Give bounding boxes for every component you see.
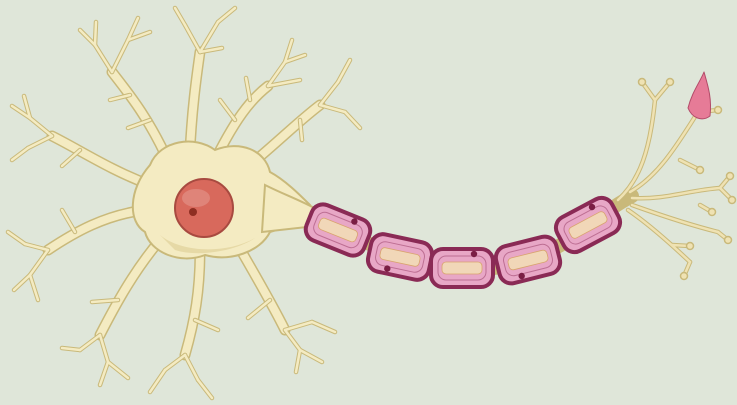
nucleus [175, 179, 233, 237]
schwann-cell-nucleus [471, 251, 477, 257]
myelin-segment [431, 249, 493, 287]
nucleus-highlight [182, 189, 210, 207]
nucleolus [189, 208, 197, 216]
